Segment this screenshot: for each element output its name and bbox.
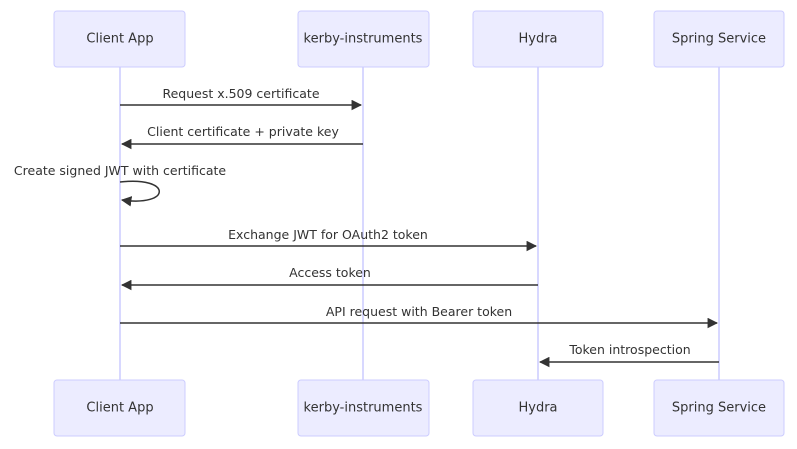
message-create-jwt: Create signed JWT with certificate <box>14 163 226 207</box>
actor-label: Client App <box>86 401 153 416</box>
actor-label: Client App <box>86 32 153 47</box>
actor-top-kerby-instruments: kerby-instruments <box>297 10 430 68</box>
actor-top-client-app: Client App <box>53 10 186 68</box>
message-label: Create signed JWT with certificate <box>14 163 226 178</box>
message-token-introspection: Token introspection <box>538 342 719 368</box>
actor-bottom-client-app: Client App <box>53 379 186 437</box>
message-exchange-jwt: Exchange JWT for OAuth2 token <box>120 227 538 252</box>
message-request-certificate: Request x.509 certificate <box>120 86 363 111</box>
message-label: Request x.509 certificate <box>162 86 319 101</box>
actor-top-spring-service: Spring Service <box>653 10 785 68</box>
actor-label: kerby-instruments <box>304 401 423 416</box>
actor-label: Hydra <box>518 32 557 47</box>
message-access-token: Access token <box>120 265 538 291</box>
message-api-request: API request with Bearer token <box>120 304 719 329</box>
message-label: API request with Bearer token <box>326 304 512 319</box>
actor-label: Spring Service <box>672 401 766 416</box>
message-label: Exchange JWT for OAuth2 token <box>228 227 428 242</box>
actor-bottom-kerby-instruments: kerby-instruments <box>297 379 430 437</box>
message-label: Token introspection <box>568 342 690 357</box>
actor-label: Hydra <box>518 401 557 416</box>
self-message-arrow <box>119 180 160 207</box>
actor-bottom-hydra: Hydra <box>472 379 604 437</box>
actor-bottom-spring-service: Spring Service <box>653 379 785 437</box>
message-label: Access token <box>289 265 371 280</box>
actor-top-hydra: Hydra <box>472 10 604 68</box>
message-certificate-key: Client certificate + private key <box>120 124 363 150</box>
message-label: Client certificate + private key <box>147 124 339 139</box>
actor-label: kerby-instruments <box>304 32 423 47</box>
actor-label: Spring Service <box>672 32 766 47</box>
